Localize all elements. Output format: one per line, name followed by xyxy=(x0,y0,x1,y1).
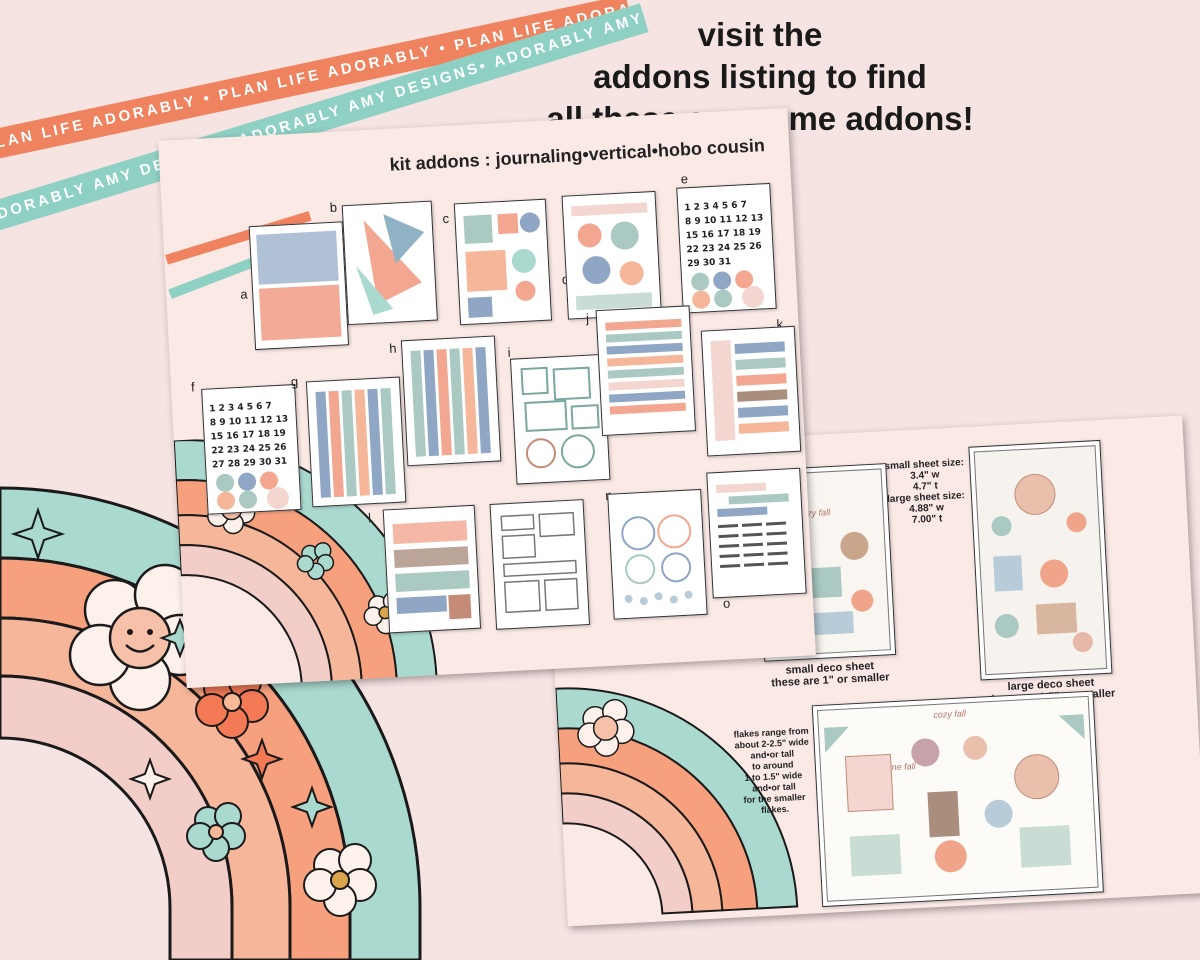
svg-text:1 2 3 4 5 6 7: 1 2 3 4 5 6 7 xyxy=(684,200,747,213)
svg-text:29 30 31: 29 30 31 xyxy=(687,257,731,269)
svg-text:15 16 17 18 19: 15 16 17 18 19 xyxy=(686,227,762,241)
svg-text:27 28 29 30 31: 27 28 29 30 31 xyxy=(212,457,288,471)
sheet-a xyxy=(248,221,350,351)
sheet-label-j: j xyxy=(585,310,590,326)
sheet-b xyxy=(341,200,438,326)
small-deco-caption: small deco sheet these are 1" or smaller xyxy=(755,658,906,690)
sheet-n xyxy=(607,488,708,620)
sheet-label-b: b xyxy=(329,199,338,215)
sheet-j xyxy=(595,305,697,437)
flakes-tag-text: cozy fall xyxy=(933,708,967,720)
star-coral-icon xyxy=(240,737,284,781)
deco-sheets-card: small sheet size: 3.4" w 4.7" t large sh… xyxy=(542,415,1200,927)
sheet-label-e: e xyxy=(680,171,689,187)
flakes-sheet: cozy fall welcome fall xyxy=(811,690,1104,908)
sheet-size-note: small sheet size: 3.4" w 4.7" t large sh… xyxy=(884,457,967,527)
svg-text:1 2 3 4 5 6 7: 1 2 3 4 5 6 7 xyxy=(209,401,272,414)
rainbow-band-pink xyxy=(0,674,234,960)
sheet-k xyxy=(700,325,802,457)
kit-addons-title: kit addons : journaling•vertical•hobo co… xyxy=(389,135,766,175)
sheet-c xyxy=(453,198,553,326)
flower-coral-icon xyxy=(195,665,269,739)
sheet-label-g: g xyxy=(290,373,299,390)
kit-addons-card: kit addons : journaling•vertical•hobo co… xyxy=(158,107,816,689)
small-rainbow-illustration xyxy=(554,687,799,915)
sheet-label-f: f xyxy=(190,379,196,395)
flakes-size-note: flakes range from about 2-2.5" wide and•… xyxy=(726,725,820,818)
sheet-g xyxy=(305,376,407,508)
sheet-label-h: h xyxy=(388,340,397,357)
sheet-label-c: c xyxy=(442,210,450,227)
sheet-i xyxy=(509,353,611,485)
svg-text:15 16 17 18 19: 15 16 17 18 19 xyxy=(210,429,286,443)
flower-white-icon xyxy=(303,843,377,917)
svg-text:8 9 10 11 12 13: 8 9 10 11 12 13 xyxy=(210,414,289,428)
sheet-label-a: a xyxy=(239,286,248,302)
sheet-m xyxy=(489,499,591,630)
sheet-d xyxy=(561,190,662,320)
svg-text:22 23 24 25 26: 22 23 24 25 26 xyxy=(686,241,762,255)
flake-stickers-icon xyxy=(823,714,1085,877)
sheet-o xyxy=(706,467,807,599)
flower-teal-icon xyxy=(186,802,246,862)
sheet-h xyxy=(400,335,502,467)
svg-text:8 9 10 11 12 13: 8 9 10 11 12 13 xyxy=(685,213,764,227)
headline-line-1: visit the xyxy=(697,16,823,53)
rainbow-illustration xyxy=(0,486,422,960)
svg-text:22 23 24 25 26: 22 23 24 25 26 xyxy=(211,443,287,457)
star-white-icon xyxy=(128,757,172,801)
sheet-l xyxy=(382,504,482,634)
deco-stickers-icon xyxy=(991,473,1093,653)
headline-line-2: addons listing to find xyxy=(593,58,927,95)
sheet-label-i: i xyxy=(507,344,511,360)
smiley-flower-icon xyxy=(68,563,212,712)
sheet-label-l: l xyxy=(367,510,372,526)
large-deco-sheet xyxy=(968,439,1113,681)
